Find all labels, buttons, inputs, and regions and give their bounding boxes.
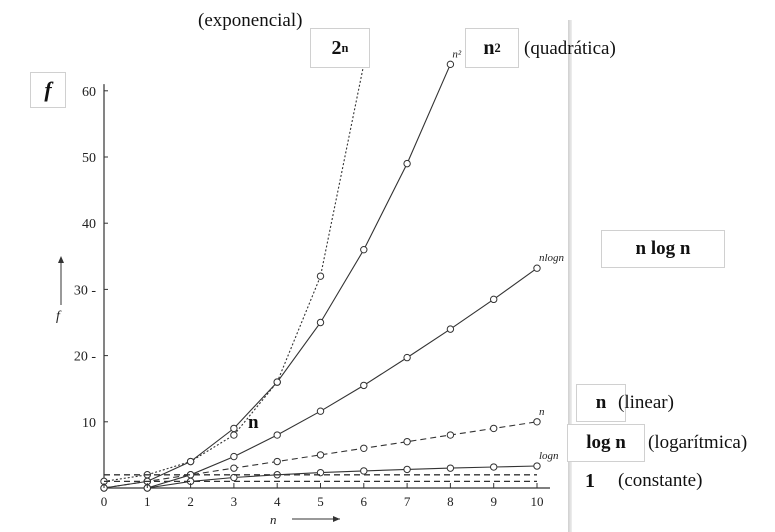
constant-label: 1 [585, 470, 595, 492]
constant-caption: (constante) [618, 470, 703, 491]
panel-divider [568, 20, 572, 532]
y-tick-label: 20 - [74, 350, 97, 365]
quadratic-base: n [483, 36, 495, 59]
f-label: f [44, 77, 52, 102]
data-point-n2 [446, 60, 455, 69]
data-point-n [273, 457, 281, 466]
data-point-nlogn [533, 264, 541, 272]
f-label-box: f [30, 72, 66, 108]
curve-label-logn: logn [539, 450, 559, 462]
curve-label-nlogn: nlogn [539, 252, 565, 264]
y-tick-label: 60 [82, 85, 96, 100]
x-tick-label: 2 [187, 494, 194, 509]
x-tick-label: 10 [531, 494, 544, 509]
data-point-logn [360, 467, 368, 475]
linear-label: n [595, 392, 607, 413]
y-tick-label: 10 [82, 416, 96, 431]
data-point-n [316, 451, 325, 459]
exponential-exponent: n [341, 40, 349, 55]
data-point-logn [403, 465, 411, 474]
log-caption: (logarítmica) [648, 432, 748, 453]
series-line-n [103, 421, 538, 489]
data-point-2n [186, 457, 195, 466]
curve-label-n: n [539, 406, 545, 418]
data-point-n2 [403, 159, 411, 168]
series-line-nlogn [147, 267, 538, 489]
data-point-nlogn [403, 353, 411, 362]
x-tick-label: 7 [404, 494, 411, 509]
linear-label-box: n [576, 384, 626, 422]
data-point-nlogn [446, 325, 455, 333]
y-axis-label: f [56, 309, 62, 324]
data-point-logn [446, 464, 455, 472]
data-point-n [533, 418, 541, 426]
nlogn-label: n log n [635, 238, 691, 259]
data-point-nlogn [273, 431, 281, 439]
data-point-2n [316, 272, 325, 280]
series-line-logn [147, 465, 538, 489]
exponential-caption: (exponencial) [198, 10, 303, 31]
data-point-n [230, 464, 238, 472]
data-point-n2 [230, 424, 238, 433]
data-point-nlogn [490, 295, 498, 304]
x-tick-label: 5 [317, 494, 324, 509]
data-point-n2 [316, 318, 325, 327]
y-tick-label: 50 [82, 151, 96, 166]
y-axis-arrowhead [58, 256, 64, 263]
chart-ticks-layer: 0 1 2 3 4 5 6 7 8 9 10 10 20 - 30 - 40 50 60 n f [56, 85, 544, 527]
log-label: log n [586, 432, 626, 453]
exponential-base: 2 [331, 36, 342, 59]
data-point-logn [533, 462, 541, 470]
data-point-n2 [360, 245, 368, 254]
data-point-logn [490, 463, 498, 471]
chart-series-layer: nlognnlognn²ⁿ [100, 48, 565, 492]
x-tick-label: 6 [361, 494, 368, 509]
x-tick-label: 1 [144, 494, 151, 509]
log-label-box: log n [567, 424, 645, 462]
data-point-n [403, 437, 411, 446]
linear-caption: (linear) [618, 392, 674, 413]
x-axis-arrowhead [333, 516, 340, 522]
quadratic-caption: (quadrática) [524, 38, 616, 59]
x-tick-label: 3 [231, 494, 238, 509]
curve-label-n2: n² [452, 48, 462, 60]
x-axis-label: n [270, 512, 277, 527]
series-line-n2 [103, 64, 451, 489]
data-point-2n [230, 431, 238, 439]
data-point-n [446, 431, 455, 439]
y-tick-label: 40 [82, 217, 96, 232]
data-point-logn [230, 473, 238, 482]
data-point-nlogn [360, 381, 368, 390]
x-tick-label: 4 [274, 494, 281, 509]
x-tick-label: 9 [490, 494, 497, 509]
chart-axes [103, 84, 550, 489]
data-point-2n [273, 378, 281, 386]
data-point-nlogn [316, 407, 325, 415]
quadratic-exponent: 2 [494, 40, 501, 55]
data-point-n [360, 444, 368, 452]
series-line-2n [103, 64, 365, 482]
x-tick-label: 0 [101, 494, 108, 509]
x-tick-label: 8 [447, 494, 454, 509]
y-tick-label: 30 - [74, 283, 97, 298]
data-point-n [490, 424, 498, 433]
nlogn-label-box: n log n [601, 230, 725, 268]
data-point-nlogn [230, 452, 238, 461]
n-curve-annotation: n [248, 412, 259, 433]
